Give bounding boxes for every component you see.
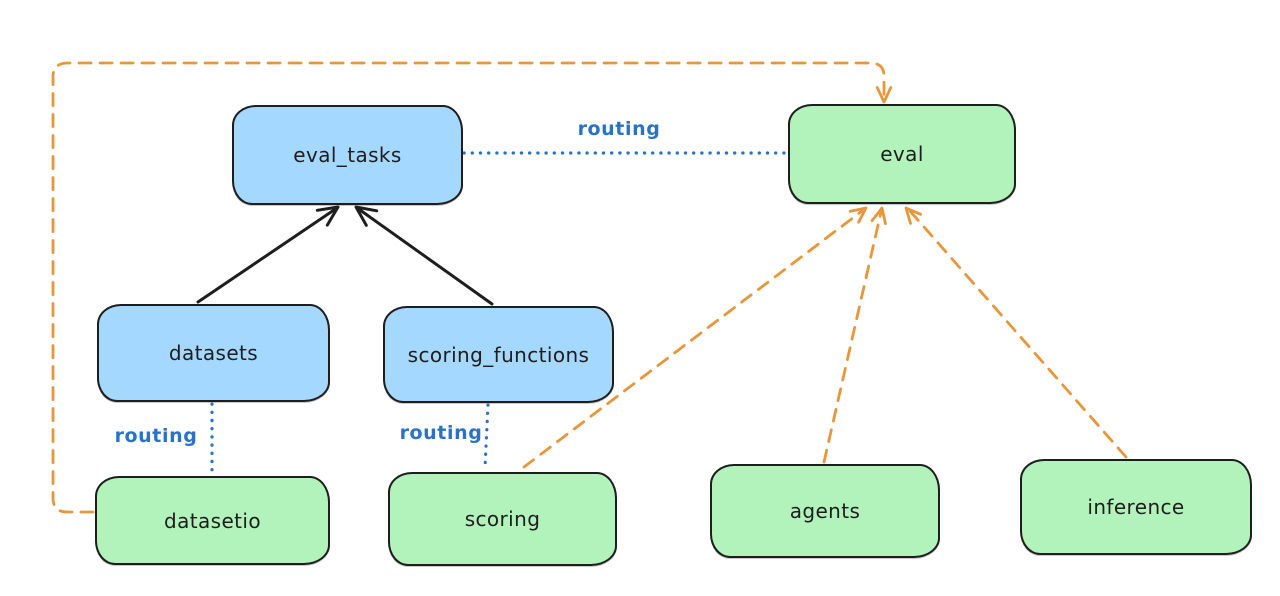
routing-label-datasets-datasetio: routing xyxy=(114,425,198,447)
node-eval: eval xyxy=(788,104,1016,204)
node-agents: agents xyxy=(710,464,940,558)
node-scoring-functions: scoring_functions xyxy=(383,306,614,403)
node-agents-label: agents xyxy=(789,499,861,523)
edge-inference-to-eval-arrowhead-icon xyxy=(904,206,923,225)
edge-scoring-to-eval xyxy=(522,209,864,469)
edge-scoring-to-eval-arrowhead-icon xyxy=(848,206,868,224)
node-scoring: scoring xyxy=(388,472,617,566)
node-inference: inference xyxy=(1020,459,1252,555)
edge-datasets-to-eval-tasks xyxy=(196,208,336,304)
node-eval-tasks: eval_tasks xyxy=(232,105,463,205)
node-datasetio-label: datasetio xyxy=(163,508,261,533)
node-datasetio: datasetio xyxy=(95,476,330,565)
edge-agents-to-eval-arrowhead-icon xyxy=(870,206,887,225)
routing-label-eval-tasks-eval: routing xyxy=(577,118,661,140)
edge-inference-to-eval xyxy=(908,209,1128,459)
edge-scoring-functions-to-eval-tasks-arrowhead-icon xyxy=(354,205,379,227)
edge-agents-to-eval xyxy=(822,210,883,464)
edge-datasetio-to-eval-arrowhead-icon xyxy=(875,86,893,104)
node-eval-tasks-label: eval_tasks xyxy=(293,143,402,167)
edge-scoring-functions-to-eval-tasks xyxy=(358,208,494,306)
edge-scoring-functions-to-scoring-routing xyxy=(483,403,490,470)
node-scoring-label: scoring xyxy=(464,507,541,531)
routing-label-scoring-functions-scoring: routing xyxy=(399,422,483,444)
node-datasets: datasets xyxy=(97,304,330,402)
node-inference-label: inference xyxy=(1087,495,1185,519)
node-eval-label: eval xyxy=(880,142,924,166)
edge-datasetio-to-eval xyxy=(51,61,886,514)
node-datasets-label: datasets xyxy=(168,341,259,365)
edge-datasets-to-eval-tasks-arrowhead-icon xyxy=(315,205,340,227)
node-scoring-functions-label: scoring_functions xyxy=(407,342,590,367)
